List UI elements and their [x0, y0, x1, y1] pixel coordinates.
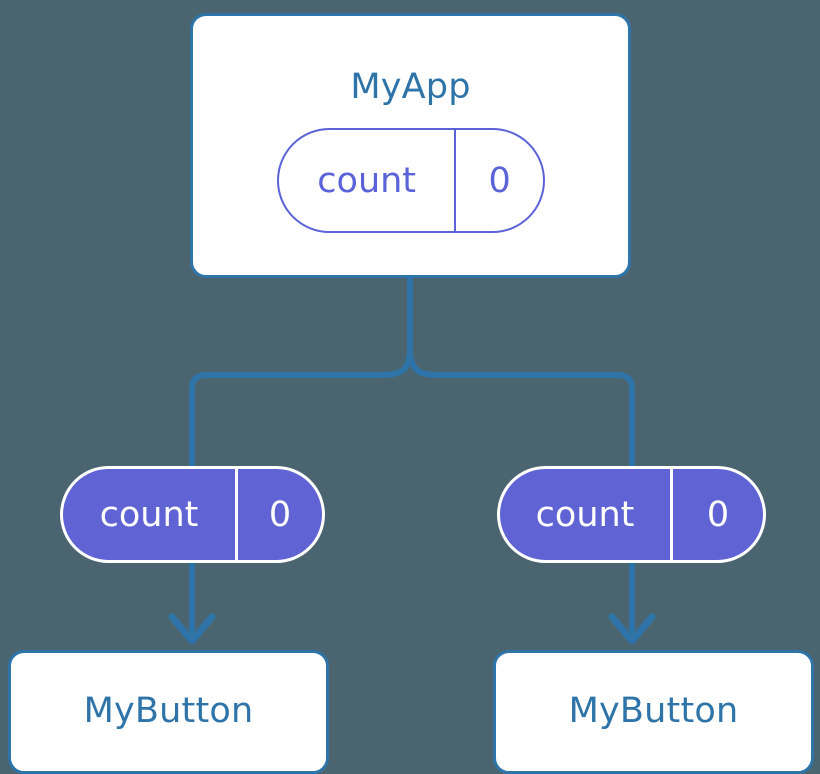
- state-pill-myapp-key: count: [317, 160, 417, 201]
- component-myapp-label: MyApp: [350, 67, 471, 107]
- state-pill-child-right-key: count: [535, 494, 635, 535]
- component-mybutton-left-label: MyButton: [83, 691, 254, 731]
- state-pill-child-left-value: 0: [234, 469, 322, 560]
- component-mybutton-left[interactable]: MyButton: [8, 650, 329, 774]
- arrow-right-head: [608, 613, 656, 645]
- state-pill-child-right-value: 0: [670, 469, 763, 560]
- branch-right: [407, 347, 635, 466]
- state-pill-child-right[interactable]: count 0: [497, 466, 766, 563]
- state-pill-child-left-key: count: [99, 494, 199, 535]
- component-mybutton-right-label: MyButton: [568, 691, 739, 731]
- arrow-left-head: [168, 613, 216, 645]
- state-pill-myapp-value: 0: [454, 130, 543, 231]
- state-pill-child-left[interactable]: count 0: [60, 466, 325, 563]
- state-pill-myapp[interactable]: count 0: [277, 128, 545, 233]
- branch-left: [189, 347, 413, 466]
- component-mybutton-right[interactable]: MyButton: [493, 650, 814, 774]
